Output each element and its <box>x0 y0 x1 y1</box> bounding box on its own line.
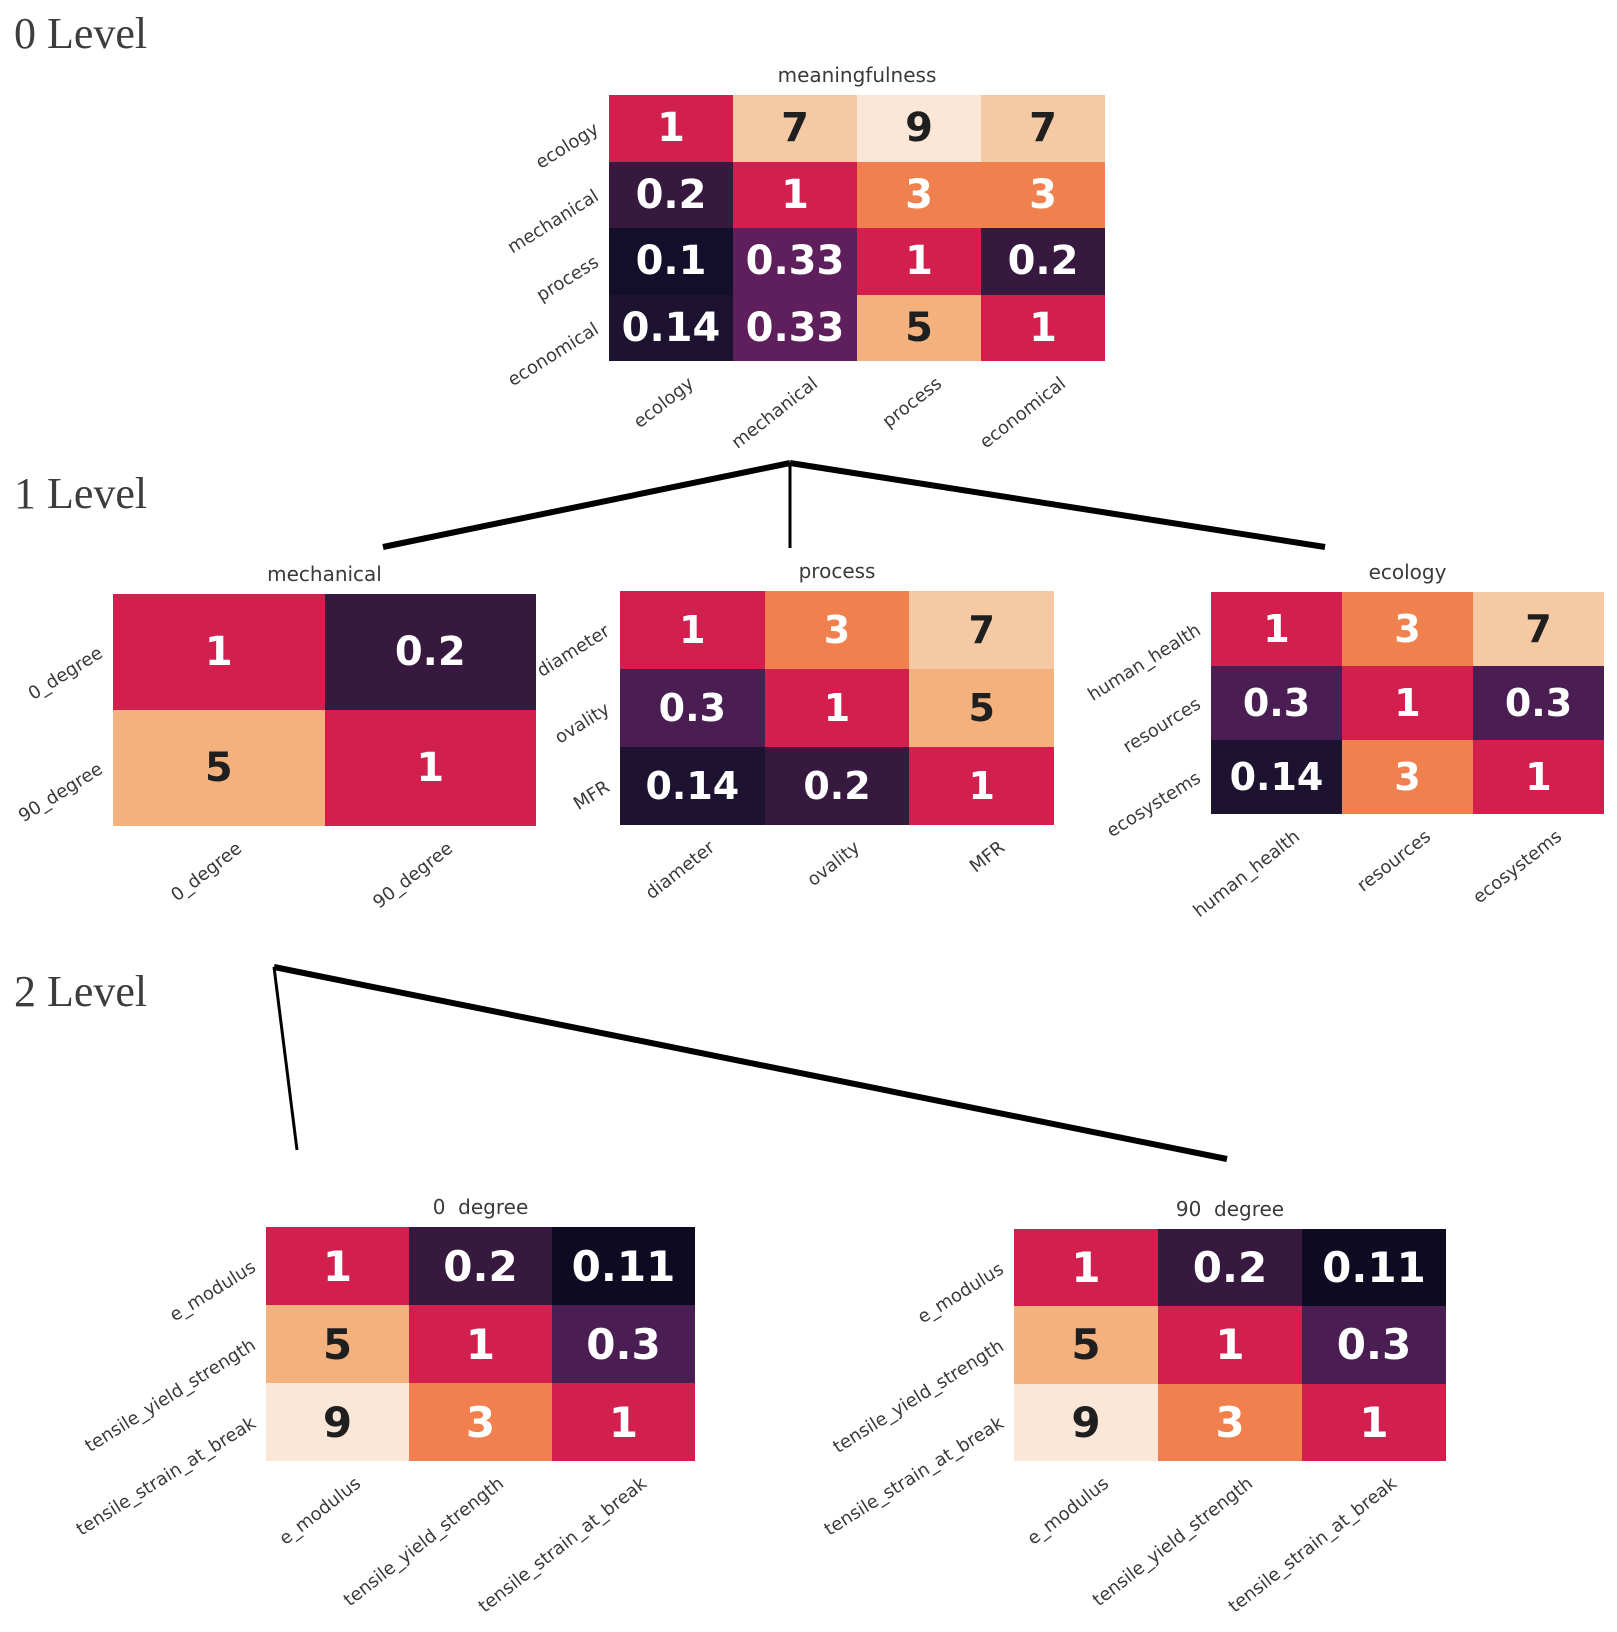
heatmap-title: mechanical <box>267 562 382 586</box>
heatmap-title: meaningfulness <box>777 63 937 87</box>
heatmap-cell: 1 <box>1211 592 1342 666</box>
heatmap-cell: 1 <box>1014 1229 1158 1307</box>
heatmap-cell: 1 <box>113 594 325 710</box>
heatmap-col-label: tensile_strain_at_break <box>474 1473 651 1618</box>
heatmap-row-label: tensile_strain_at_break <box>820 1412 1008 1541</box>
heatmap-cell: 1 <box>733 161 857 228</box>
level-2-label: 2 Level <box>14 967 148 1016</box>
heatmap-cell: 7 <box>1473 592 1604 666</box>
heatmap-cell: 5 <box>909 669 1055 747</box>
heatmap-cell: 5 <box>1014 1306 1158 1384</box>
heatmap-title: 90 degree <box>1175 1197 1285 1221</box>
heatmap-cell: 1 <box>1342 666 1473 740</box>
heatmap-col-label: MFR <box>965 837 1009 878</box>
heatmap-col-label: human_health <box>1189 826 1304 922</box>
heatmap-cell: 1 <box>552 1383 695 1461</box>
heatmap-cell: 1 <box>981 294 1105 361</box>
heatmap-cell: 9 <box>266 1383 409 1461</box>
heatmap-cell: 3 <box>1342 740 1473 814</box>
heatmap-cell: 3 <box>1158 1383 1302 1461</box>
heatmap-col-label: resources <box>1352 826 1435 897</box>
heatmap-cell: 9 <box>1014 1383 1158 1461</box>
heatmap-cell: 0.3 <box>1302 1306 1446 1384</box>
heatmap-cell: 9 <box>857 95 981 162</box>
heatmap-cell: 3 <box>1342 592 1473 666</box>
heatmap-row-label: tensile_strain_at_break <box>72 1412 260 1541</box>
heatmap-cell: 0.3 <box>552 1305 695 1383</box>
heatmap-cell: 1 <box>1473 740 1604 814</box>
heatmap-col-label: tensile_strain_at_break <box>1224 1472 1401 1618</box>
heatmap-cell: 1 <box>764 669 910 747</box>
heatmap-cell: 0.2 <box>609 161 733 228</box>
heatmap-title: process <box>798 559 876 583</box>
level-0-label: 0 Level <box>14 9 148 58</box>
heatmap-cell: 7 <box>733 95 857 162</box>
heatmap-col-label: process <box>878 373 946 433</box>
heatmap-row-label: tensile_yield_strength <box>829 1335 1008 1458</box>
heatmap-col-label: diameter <box>642 837 720 904</box>
heatmap-cell: 0.14 <box>1211 740 1342 814</box>
heatmap-cell: 1 <box>609 95 733 162</box>
heatmap-cell: 0.2 <box>1158 1229 1302 1307</box>
heatmap-row-label: tensile_yield_strength <box>81 1334 260 1457</box>
heatmap-row-label: e_modulus <box>913 1258 1008 1328</box>
heatmap-col-label: ovality <box>803 837 864 891</box>
heatmap-cell: 1 <box>1158 1306 1302 1384</box>
heatmap-cell: 5 <box>266 1305 409 1383</box>
heatmap-cell: 3 <box>981 161 1105 228</box>
heatmap-cell: 0.33 <box>733 294 857 361</box>
heatmap-cell: 0.14 <box>609 294 733 361</box>
heatmap-cell: 0.3 <box>1473 666 1604 740</box>
heatmap-cell: 0.2 <box>764 747 910 825</box>
heatmap-cell: 1 <box>409 1305 552 1383</box>
heatmap-cell: 1 <box>1302 1383 1446 1461</box>
heatmap-col-label: economical <box>975 373 1070 453</box>
heatmap-cell: 1 <box>266 1227 409 1305</box>
heatmap-cell: 7 <box>981 95 1105 162</box>
heatmap-cell: 0.2 <box>981 228 1105 295</box>
heatmap-cell: 3 <box>764 591 910 669</box>
heatmap-cell: 0.11 <box>552 1227 695 1305</box>
heatmap-col-label: ecosystems <box>1468 826 1566 909</box>
heatmap-cell: 0.3 <box>1211 666 1342 740</box>
heatmap-cell: 0.11 <box>1302 1229 1446 1307</box>
heatmap-title: ecology <box>1368 560 1447 584</box>
heatmap-row-label: e_modulus <box>165 1256 260 1326</box>
heatmap-cell: 0.14 <box>620 747 765 825</box>
heatmap-cell: 3 <box>857 161 981 228</box>
heatmap-cell: 1 <box>909 747 1055 825</box>
heatmap-cell: 1 <box>857 228 981 295</box>
heatmap-col-label: mechanical <box>727 373 822 454</box>
heatmap-cell: 5 <box>113 710 325 826</box>
heatmap-cell: 0.1 <box>609 228 733 295</box>
heatmap-title: 0 degree <box>432 1195 529 1219</box>
heatmap-cell: 3 <box>409 1383 552 1461</box>
heatmap-cell: 5 <box>857 294 981 361</box>
heatmap-cell: 0.33 <box>733 228 857 295</box>
heatmap-cell: 1 <box>620 591 765 669</box>
heatmap-cell: 1 <box>324 710 536 826</box>
heatmap-cell: 0.2 <box>409 1227 552 1305</box>
heatmap-cell: 0.3 <box>620 669 765 747</box>
heatmap-cell: 7 <box>909 591 1055 669</box>
heatmap-row-label: 90_degree <box>14 758 107 827</box>
heatmap-col-label: 90_degree <box>369 838 458 914</box>
heatmap-cell: 0.2 <box>324 594 536 710</box>
level-1-label: 1 Level <box>14 469 148 518</box>
